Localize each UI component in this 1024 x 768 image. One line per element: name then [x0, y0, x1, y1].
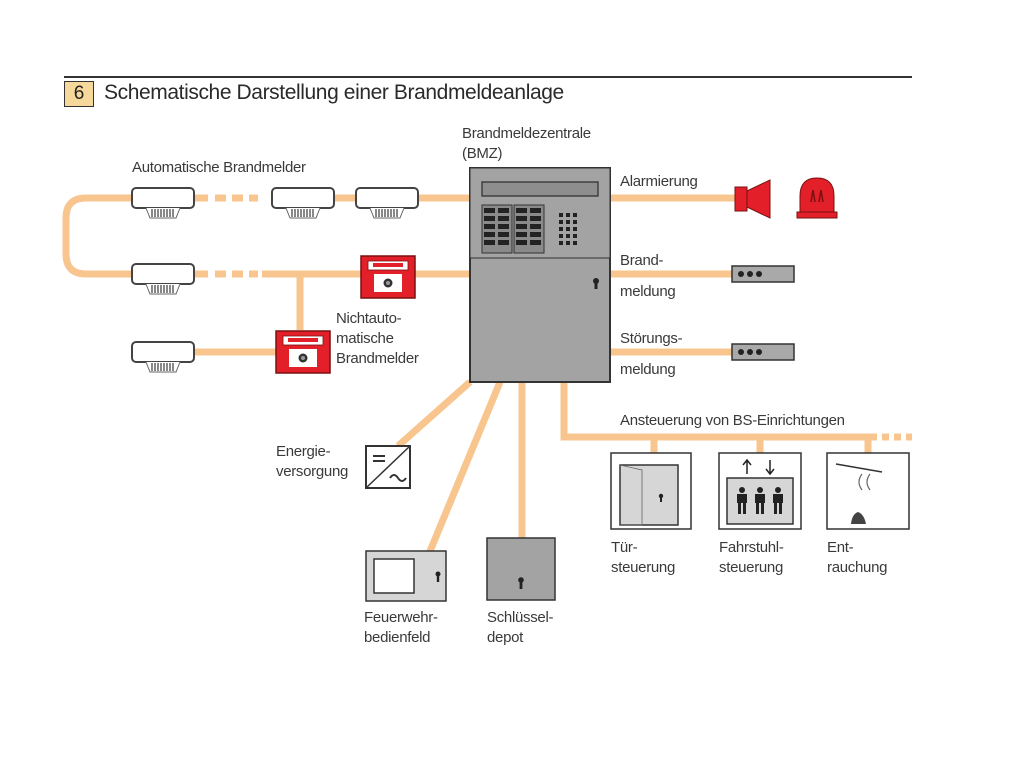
fire-report-label-line1: Brand- — [620, 252, 664, 269]
smoke-label-line2: rauchung — [827, 559, 888, 576]
relay-module-icon — [731, 343, 795, 361]
door-icon — [610, 452, 692, 530]
alarm-label: Alarmierung — [620, 173, 698, 190]
title-rule — [64, 76, 912, 78]
power-label-line2: versorgung — [276, 463, 349, 480]
fault-report-label-line2: meldung — [620, 361, 676, 378]
smoke-detector-icon — [131, 263, 195, 295]
bmz-indicator-panel — [481, 204, 545, 254]
figure-title: Schematische Darstellung einer Brandmeld… — [104, 81, 564, 104]
smoke-detector-icon — [131, 187, 195, 219]
bmz-keypad — [559, 213, 577, 245]
siren-horn-icon — [734, 179, 771, 219]
smoke-label-line1: Ent- — [827, 539, 854, 556]
lift-label-line2: steuerung — [719, 559, 784, 576]
fault-report-label-line1: Störungs- — [620, 330, 683, 347]
fire-brigade-panel-icon — [365, 550, 447, 602]
fw-panel-label-line2: bedienfeld — [364, 629, 431, 646]
bmz-label-line1: Brandmeldezentrale — [462, 125, 591, 142]
figure-number: 6 — [64, 81, 94, 107]
manual-call-point-icon — [275, 330, 331, 374]
door-label-line1: Tür- — [611, 539, 638, 556]
red-beacon-icon — [796, 177, 838, 219]
bs-control-label: Ansteuerung von BS-Einrichtungen — [620, 412, 845, 429]
smoke-extraction-icon — [826, 452, 910, 530]
power-supply-icon — [365, 445, 411, 489]
line-bs-control — [560, 382, 870, 441]
relay-module-icon — [731, 265, 795, 283]
line-fw-panel — [424, 380, 504, 558]
lift-label-line1: Fahrstuhl- — [719, 539, 784, 556]
manual-detectors-label-line3: Brandmelder — [336, 350, 419, 367]
key-depot-label-line1: Schlüssel- — [487, 609, 554, 626]
manual-call-point-icon — [360, 255, 416, 299]
fire-report-label-line2: meldung — [620, 283, 676, 300]
bmz-cabinet — [469, 167, 611, 383]
line-power — [395, 379, 473, 449]
manual-detectors-label-line1: Nichtauto- — [336, 310, 402, 327]
bmz-label-line2: (BMZ) — [462, 145, 503, 162]
smoke-detector-icon — [131, 341, 195, 373]
manual-detectors-label-line2: matische — [336, 330, 394, 347]
power-label-line1: Energie- — [276, 443, 331, 460]
auto-detectors-label: Automatische Brandmelder — [132, 159, 306, 176]
elevator-icon — [718, 452, 802, 530]
smoke-detector-icon — [271, 187, 335, 219]
connection-lines — [62, 194, 912, 558]
smoke-detector-icon — [355, 187, 419, 219]
keyhole-icon — [593, 278, 599, 289]
key-depot-label-line2: depot — [487, 629, 524, 646]
fw-panel-label-line1: Feuerwehr- — [364, 609, 438, 626]
door-label-line2: steuerung — [611, 559, 676, 576]
line-loop — [62, 194, 132, 278]
key-depot-icon — [486, 537, 556, 601]
